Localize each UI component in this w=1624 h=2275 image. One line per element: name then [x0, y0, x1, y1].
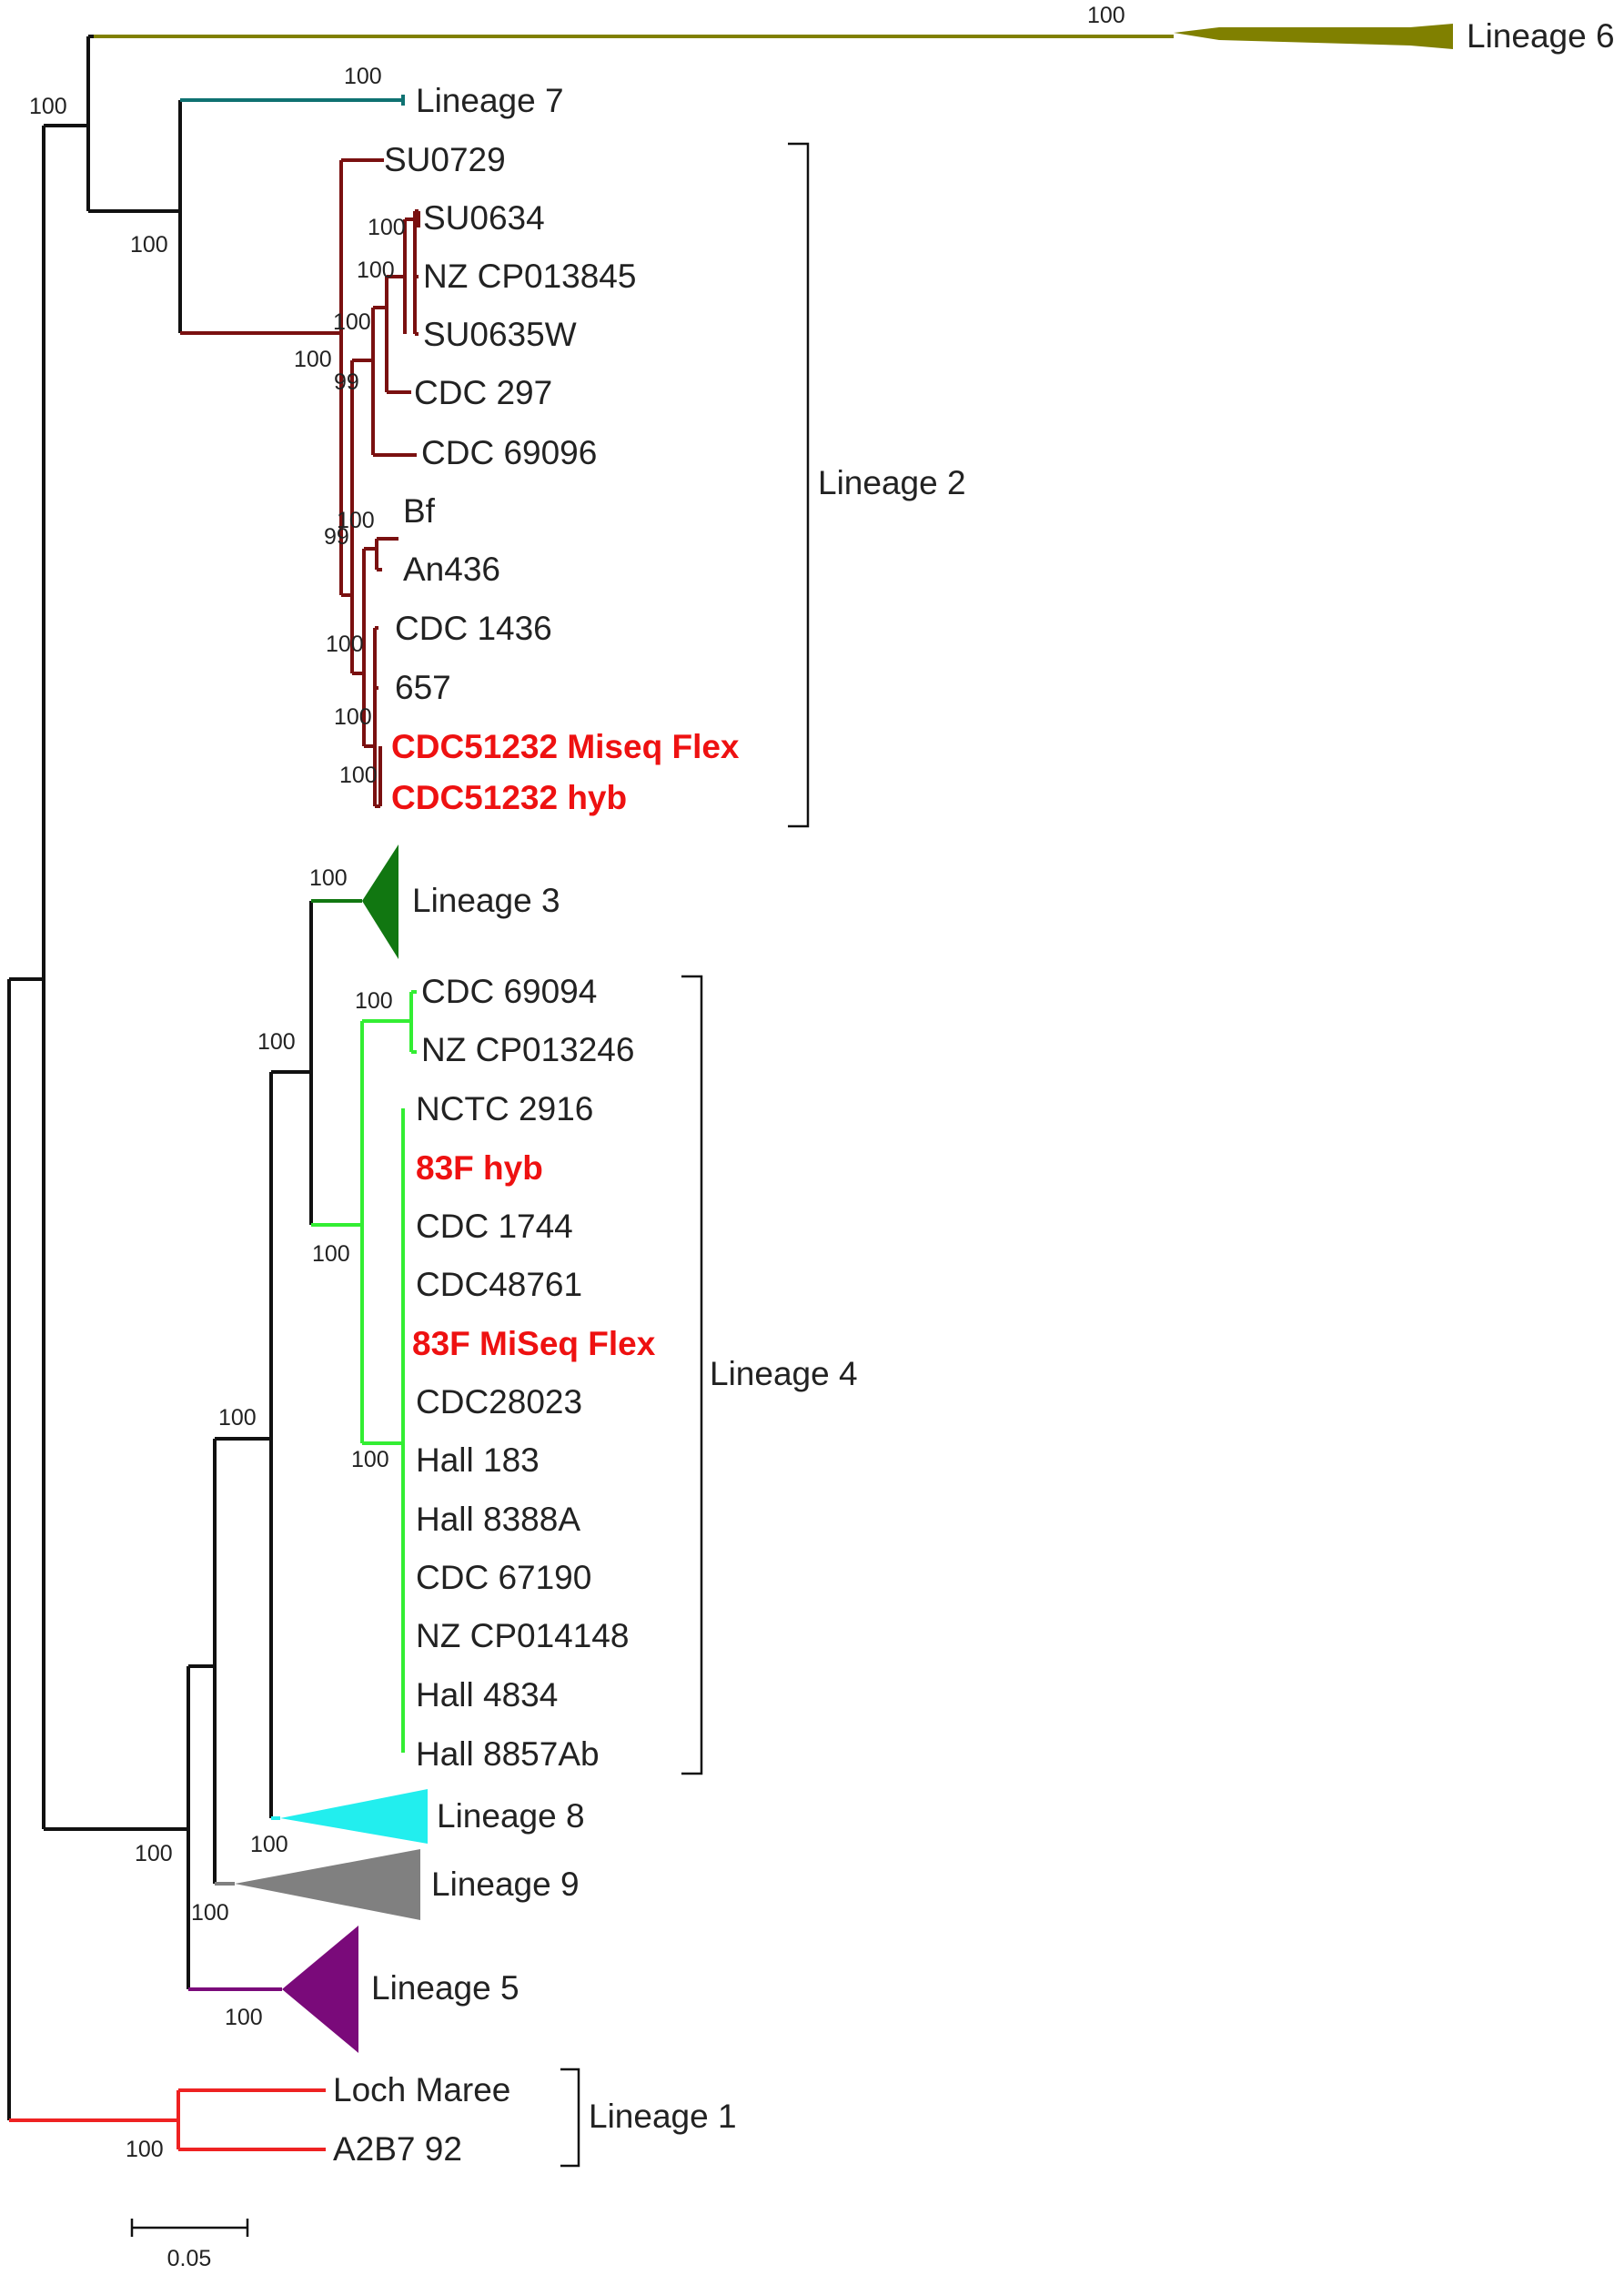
leaf-label: NCTC 2916	[416, 1090, 593, 1127]
bootstrap-values: 100 100 100 100 100 100 100 99 100 99 10…	[29, 3, 1125, 2162]
bootstrap-value: 100	[257, 1029, 296, 1055]
lineage-8-wedge	[280, 1789, 428, 1844]
leaf-label-highlighted: 83F hyb	[416, 1149, 543, 1187]
bootstrap-value: 100	[250, 1832, 288, 1857]
lineage-9-wedge	[235, 1849, 420, 1920]
lineage-1-label: Lineage 1	[589, 2098, 737, 2135]
bootstrap-value: 100	[29, 94, 67, 119]
leaf-label: NZ CP013246	[421, 1031, 634, 1068]
bootstrap-value: 100	[130, 232, 168, 258]
bootstrap-value: 99	[334, 369, 359, 395]
lineage-6-wedge	[1174, 24, 1453, 49]
leaf-label-highlighted: 83F MiSeq Flex	[412, 1325, 656, 1362]
lineage-brackets	[560, 142, 810, 2168]
bootstrap-value: 100	[333, 309, 371, 335]
leaf-labels: SU0729 SU0634 NZ CP013845 SU0635W CDC 29…	[333, 141, 740, 2168]
bootstrap-value: 100	[126, 2137, 164, 2162]
bootstrap-value: 100	[309, 865, 348, 891]
leaf-label: SU0634	[423, 199, 545, 237]
leaf-label: CDC 69096	[421, 434, 597, 471]
bootstrap-value: 100	[326, 632, 364, 657]
bootstrap-value: 100	[294, 347, 332, 372]
lineage-3-label: Lineage 3	[412, 882, 560, 919]
lineage-7-label: Lineage 7	[416, 82, 564, 119]
leaf-label-highlighted: CDC51232 Miseq Flex	[391, 728, 740, 765]
lineage-4-bracket	[681, 975, 703, 1775]
leaf-label: CDC 67190	[416, 1559, 591, 1596]
leaf-label: Loch Maree	[333, 2071, 510, 2108]
lineage-1-bracket	[560, 2068, 580, 2168]
lineage-4-label: Lineage 4	[710, 1355, 858, 1392]
leaf-label-highlighted: CDC51232 hyb	[391, 779, 627, 816]
bootstrap-value: 100	[355, 988, 393, 1014]
leaf-label: CDC 69094	[421, 973, 597, 1010]
leaf-label: An436	[403, 551, 500, 588]
bootstrap-value: 100	[368, 215, 406, 240]
leaf-label: CDC 1744	[416, 1208, 573, 1245]
scale-bar-label: 0.05	[167, 2246, 212, 2271]
lineage-5-label: Lineage 5	[371, 1969, 519, 2007]
clade-labels: Lineage 6 Lineage 7 Lineage 3 Lineage 8 …	[371, 17, 1615, 2135]
leaf-label: NZ CP014148	[416, 1617, 629, 1654]
lineage-2-branches	[180, 158, 420, 808]
leaf-label: SU0635W	[423, 316, 577, 353]
bootstrap-value: 100	[337, 508, 375, 533]
bootstrap-value: 99	[324, 524, 349, 550]
leaf-label: CDC 1436	[395, 610, 552, 647]
bootstrap-value: 100	[312, 1241, 350, 1267]
bootstrap-value: 100	[191, 1900, 229, 1926]
leaf-label: Bf	[403, 492, 436, 530]
lineage-2-bracket	[788, 142, 810, 828]
lineage-5-wedge	[282, 1926, 358, 2053]
tree-backbone	[7, 35, 313, 2120]
bootstrap-value: 100	[339, 763, 378, 788]
scale-bar	[130, 2219, 249, 2237]
leaf-label: A2B7 92	[333, 2130, 462, 2168]
lineage-4-branches	[311, 990, 417, 1753]
bootstrap-value: 100	[334, 704, 372, 730]
collapsed-clade-wedges	[235, 24, 1453, 2053]
lineage-9-label: Lineage 9	[431, 1866, 580, 1903]
scale-bar-line	[130, 2219, 249, 2237]
leaf-label: Hall 183	[416, 1441, 540, 1479]
bootstrap-value: 100	[218, 1405, 257, 1431]
leaf-label: Hall 8388A	[416, 1501, 580, 1538]
leaf-label: CDC 297	[414, 374, 552, 411]
leaf-label: Hall 4834	[416, 1676, 558, 1714]
bootstrap-value: 100	[225, 2005, 263, 2030]
leaf-label: 657	[395, 669, 451, 706]
leaf-label: Hall 8857Ab	[416, 1735, 600, 1773]
bootstrap-value: 100	[351, 1447, 389, 1472]
leaf-label: CDC28023	[416, 1383, 582, 1421]
bootstrap-value: 100	[344, 64, 382, 89]
leaf-label: NZ CP013845	[423, 258, 636, 295]
lineage-1-branches	[9, 2088, 326, 2151]
clade-branches	[9, 35, 1174, 2151]
leaf-label: CDC48761	[416, 1266, 582, 1303]
bootstrap-value: 100	[357, 258, 395, 283]
bootstrap-value: 100	[1087, 3, 1125, 28]
lineage-8-label: Lineage 8	[437, 1797, 585, 1835]
lineage-2-label: Lineage 2	[818, 464, 966, 501]
lineage-6-label: Lineage 6	[1467, 17, 1615, 55]
leaf-label: SU0729	[384, 141, 506, 178]
bootstrap-value: 100	[135, 1841, 173, 1866]
lineage-3-wedge	[362, 844, 398, 959]
